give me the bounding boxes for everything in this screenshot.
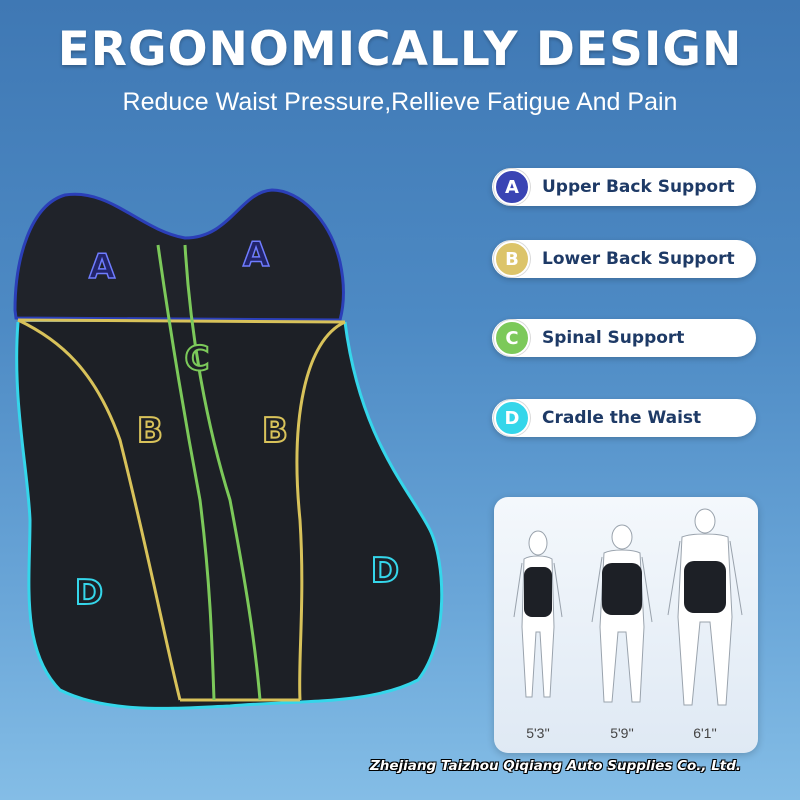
legend-badge: A: [494, 169, 530, 205]
legend-item-a: A Upper Back Support: [492, 168, 756, 206]
subheadline: Reduce Waist Pressure,Rellieve Fatigue A…: [122, 88, 678, 116]
zone-letter: D: [75, 573, 103, 613]
zone-letter: B: [262, 411, 288, 451]
lumbar-cushion-image: A A C B B D D: [13, 188, 444, 710]
legend-item-b: B Lower Back Support: [492, 240, 756, 278]
height-label: 5'9'': [610, 725, 634, 741]
company-watermark: Zhejiang Taizhou Qiqiang Auto Supplies C…: [370, 758, 742, 774]
lower-back-outline: [17, 318, 346, 702]
legend-label: Lower Back Support: [542, 249, 735, 269]
figure-short: [513, 530, 563, 698]
zone-letter: D: [371, 551, 399, 591]
zone-letter: A: [243, 235, 270, 275]
zone-letter: A: [89, 247, 116, 287]
zone-letter: B: [137, 411, 163, 451]
cushion-body: [16, 322, 442, 709]
zone-letter: C: [185, 339, 210, 379]
legend-item-c: C Spinal Support: [492, 319, 756, 357]
headline: ERGONOMICALLY DESIGN: [57, 22, 743, 77]
legend-label: Upper Back Support: [542, 177, 735, 197]
waist-outline: [15, 321, 444, 710]
spinal-outline: [156, 244, 262, 701]
legend-item-d: D Cradle the Waist: [492, 399, 756, 437]
height-label: 6'1'': [693, 725, 717, 741]
figure-medium: [591, 524, 653, 703]
figure-tall: [667, 508, 743, 706]
legend-label: Cradle the Waist: [542, 408, 702, 428]
height-comparison-panel: 5'3'' 5'9'' 6'1'': [494, 497, 758, 753]
cushion-upper: [13, 188, 345, 322]
legend-badge: C: [494, 320, 530, 356]
legend-badge: D: [494, 400, 530, 436]
body-silhouettes-image: [513, 508, 743, 706]
height-label: 5'3'': [526, 725, 550, 741]
legend-badge: B: [494, 241, 530, 277]
legend-label: Spinal Support: [542, 328, 685, 348]
